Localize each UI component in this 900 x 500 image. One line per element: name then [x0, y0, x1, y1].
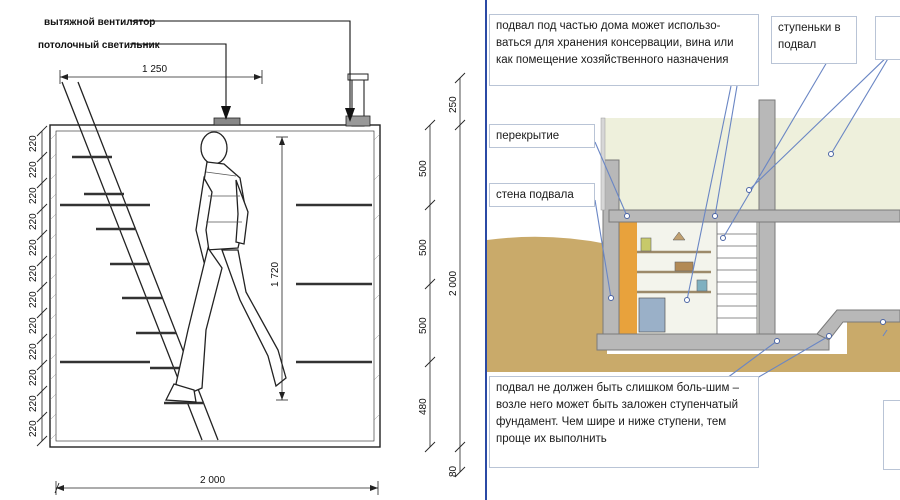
dim-shelf-spacing: 500 [418, 239, 429, 256]
panel-divider [485, 0, 488, 500]
callout-truncated-right [875, 16, 900, 60]
right-panel-cellar-cutaway: подвал под частью дома может использо-ва… [487, 0, 900, 500]
dim-step-spacing: 220 [28, 239, 39, 256]
callout-truncated-bottom-right [883, 400, 900, 470]
dim-shelf-spacing: 500 [418, 160, 429, 177]
dim-step-spacing: 220 [28, 395, 39, 412]
dim-step-spacing: 220 [28, 135, 39, 152]
soil-ground [487, 236, 900, 372]
callout-anchor-dots [608, 151, 886, 344]
callout-leaders [594, 51, 893, 379]
dim-step-spacing: 220 [28, 317, 39, 334]
exhaust-fan-duct [345, 73, 371, 127]
concrete-structure [596, 99, 900, 351]
cellar-shelves [637, 250, 711, 294]
dim-step-spacing: 220 [28, 213, 39, 230]
ceiling-light-fixture [213, 117, 241, 126]
dim-shelf-spacing: 480 [418, 398, 429, 415]
dim-person-height: 1 720 [270, 262, 281, 287]
dim-overall-height: 2 000 [448, 271, 459, 296]
ladder-treads [72, 155, 204, 405]
dim-step-spacing: 220 [28, 343, 39, 360]
dim-top-offset: 250 [448, 96, 459, 113]
dimension-lines [41, 70, 461, 495]
dim-bottom-offset: 80 [448, 465, 459, 477]
shelves [60, 203, 372, 364]
cellar-cutaway-illustration [487, 51, 900, 379]
dim-top-width: 1 250 [142, 64, 167, 75]
dim-step-spacing: 220 [28, 187, 39, 204]
dim-step-spacing: 220 [28, 369, 39, 386]
cellar-section-drawing: вытяжной вентилятор потолочный светильни… [28, 17, 466, 495]
callout-floor-slab: перекрытие [489, 124, 595, 148]
dim-step-spacing: 220 [28, 265, 39, 282]
shelf-items [638, 231, 708, 333]
dim-bottom-width: 2 000 [200, 475, 225, 486]
exhaust-fan-label: вытяжной вентилятор [44, 17, 155, 28]
callout-cellar-steps: ступеньки в подвал [771, 16, 857, 64]
callout-stepped-foundation: подвал не должен быть слишком боль-шим –… [489, 376, 759, 468]
house-room [603, 118, 900, 210]
ceiling-light-label: потолочный светильник [38, 40, 161, 51]
left-panel-cellar-section-drawing: вытяжной вентилятор потолочный светильни… [28, 17, 466, 495]
dim-step-spacing: 220 [28, 291, 39, 308]
dim-step-spacing: 220 [28, 420, 39, 437]
dim-shelf-spacing: 500 [418, 317, 429, 334]
callout-cellar-wall: стена подвала [489, 183, 595, 207]
dim-step-spacing: 220 [28, 161, 39, 178]
person-figure [164, 131, 287, 403]
shelf-back-wall [617, 222, 637, 334]
callout-storage-use: подвал под частью дома может использо-ва… [489, 14, 759, 86]
